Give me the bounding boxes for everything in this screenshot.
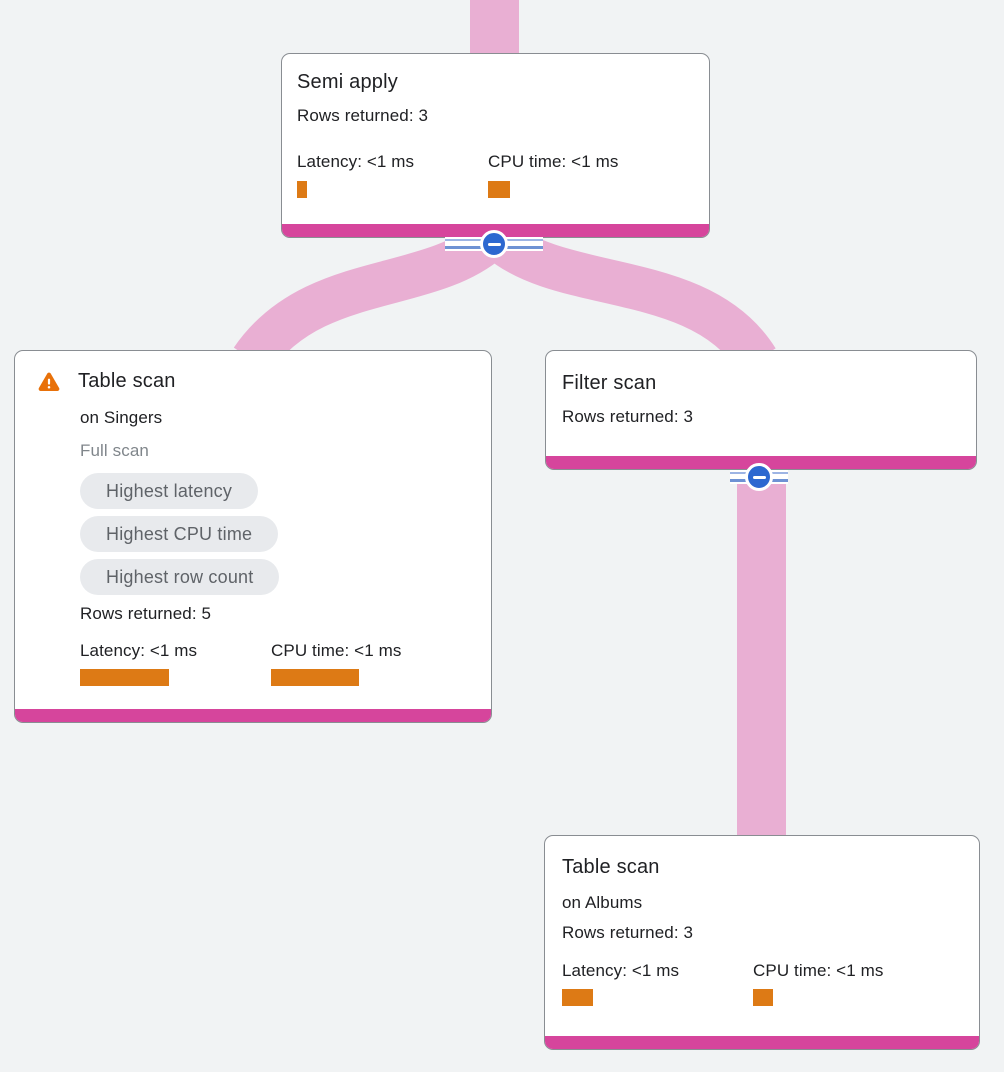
node-title: Table scan — [562, 856, 660, 878]
latency-bar — [562, 989, 593, 1006]
collapse-button[interactable] — [480, 230, 508, 258]
badge-highest-latency: Highest latency — [80, 473, 259, 509]
collapse-button[interactable] — [745, 463, 773, 491]
cpu-time-bar — [753, 989, 773, 1006]
node-accent-bar — [546, 456, 976, 469]
scan-type-text: Full scan — [80, 441, 149, 460]
metrics-row: Latency: <1 ms CPU time: <1 ms — [297, 150, 693, 198]
latency-metric: Latency: <1 ms — [562, 959, 753, 1006]
node-semi-apply[interactable]: Semi apply Rows returned: 3 Latency: <1 … — [281, 53, 710, 238]
latency-bar — [297, 181, 307, 198]
node-table-scan-singers[interactable]: Table scan on Singers Full scan Highest … — [14, 350, 492, 723]
node-title: Table scan — [78, 370, 176, 392]
badge-highest-row-count: Highest row count — [80, 559, 280, 595]
node-title: Filter scan — [562, 372, 657, 394]
cpu-time-label: CPU time: <1 ms — [271, 641, 402, 660]
cpu-time-metric: CPU time: <1 ms — [753, 959, 944, 1006]
node-subtitle: on Albums — [562, 893, 643, 912]
latency-bar — [80, 669, 169, 686]
node-header: Table scan — [31, 367, 475, 395]
metrics-row: Latency: <1 ms CPU time: <1 ms — [562, 959, 963, 1006]
rows-returned-text: Rows returned: 3 — [562, 923, 694, 942]
node-accent-bar — [15, 709, 491, 722]
warning-icon — [38, 372, 60, 391]
cpu-time-metric: CPU time: <1 ms — [488, 150, 679, 198]
latency-metric: Latency: <1 ms — [297, 150, 488, 198]
node-subtitle: on Singers — [80, 408, 163, 427]
badge-highest-cpu-time: Highest CPU time — [80, 516, 279, 552]
cpu-time-bar — [271, 669, 359, 686]
latency-label: Latency: <1 ms — [562, 961, 680, 980]
rows-returned-text: Rows returned: 5 — [80, 604, 212, 623]
cpu-time-metric: CPU time: <1 ms — [271, 639, 462, 686]
node-table-scan-albums[interactable]: Table scan on Albums Rows returned: 3 La… — [544, 835, 980, 1050]
node-title: Semi apply — [297, 71, 398, 93]
minus-icon — [752, 475, 766, 479]
latency-metric: Latency: <1 ms — [80, 639, 271, 686]
node-accent-bar — [545, 1036, 979, 1049]
edge-semi-apply-to-table-scan-singers — [233, 222, 504, 374]
node-body: on Singers Full scan Highest latency Hig… — [80, 406, 475, 686]
rows-returned-text: Rows returned: 3 — [562, 407, 694, 426]
latency-label: Latency: <1 ms — [297, 152, 415, 171]
cpu-time-bar — [488, 181, 510, 198]
cpu-time-label: CPU time: <1 ms — [488, 152, 619, 171]
latency-label: Latency: <1 ms — [80, 641, 198, 660]
rows-returned-text: Rows returned: 3 — [297, 106, 429, 125]
edge-semi-apply-to-filter-scan — [485, 222, 776, 373]
cpu-time-label: CPU time: <1 ms — [753, 961, 884, 980]
minus-icon — [487, 242, 501, 246]
metrics-row: Latency: <1 ms CPU time: <1 ms — [80, 639, 475, 686]
node-filter-scan[interactable]: Filter scan Rows returned: 3 — [545, 350, 977, 470]
